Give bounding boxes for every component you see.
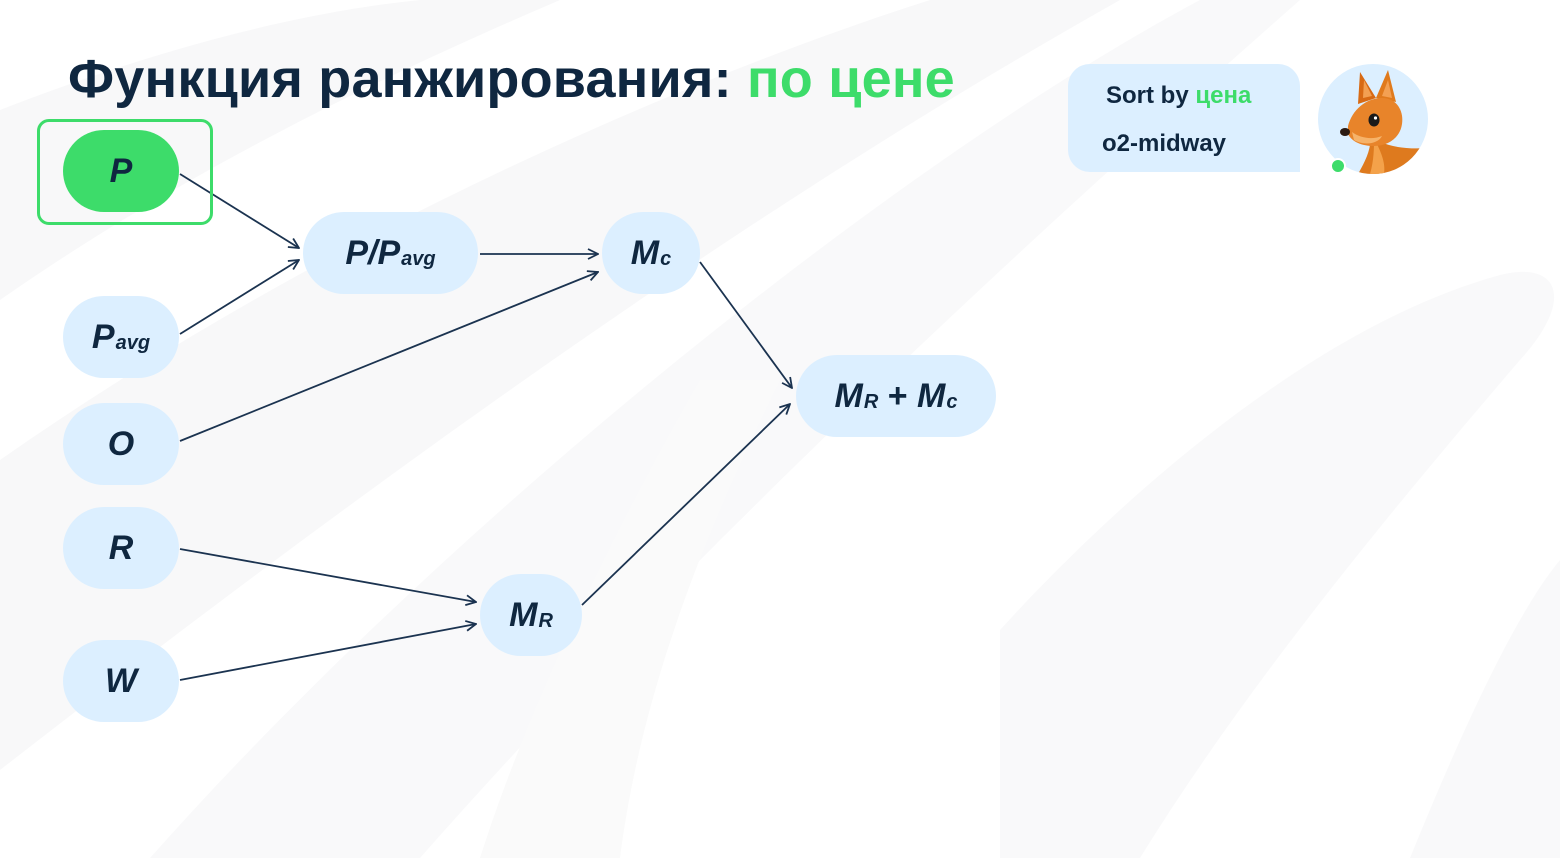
node-sum-sub1: R [863,390,879,413]
node-sum-plus: + [878,376,918,415]
node-p-div-pavg-label: P/P [345,233,401,272]
edge-o-to-mc [179,272,598,442]
node-r[interactable]: R [63,507,179,589]
edge-mc-to-sum [699,261,792,388]
node-pavg-sub: avg [115,331,151,354]
node-w-label: W [104,661,138,700]
node-sum-m1: M [834,376,863,415]
edge-p-to-pdivpavg [179,173,299,248]
chat-line-sort: Sort by цена [1106,82,1300,110]
chat-line-model: o2-midway [1102,130,1227,157]
node-o[interactable]: O [63,403,179,485]
online-status-dot [1330,158,1346,174]
node-mc-label: M [630,233,660,272]
edge-mr-to-sum [581,404,790,606]
chat-sort-accent: цена [1195,82,1252,109]
squirrel-avatar-icon [1318,64,1428,174]
node-pavg-label: P [91,317,115,356]
node-sum-sub2: c [946,390,958,413]
node-p[interactable]: P [63,130,179,212]
node-p-div-pavg-sub: avg [401,247,436,270]
page-title: Функция ранжирования: по цене [68,48,955,110]
node-mr-label: M [509,595,538,634]
node-w[interactable]: W [63,640,179,722]
node-sum-m2: M [917,376,946,415]
node-p-label: P [109,151,133,190]
chat-sort-prefix: Sort by [1106,82,1196,109]
edge-w-to-mr [179,624,476,681]
node-o-label: O [107,424,135,463]
title-main: Функция ранжирования: [68,49,747,109]
selected-node-frame [37,119,213,225]
node-mr-sub: R [538,609,553,632]
node-mc-sub: c [660,247,672,270]
chat-bubble: Sort by цена o2-midway [1068,64,1300,172]
title-accent: по цене [746,49,955,109]
edge-pavg-to-pdivpavg [179,260,299,335]
edge-r-to-mr [179,548,476,602]
node-r-label: R [108,528,134,567]
